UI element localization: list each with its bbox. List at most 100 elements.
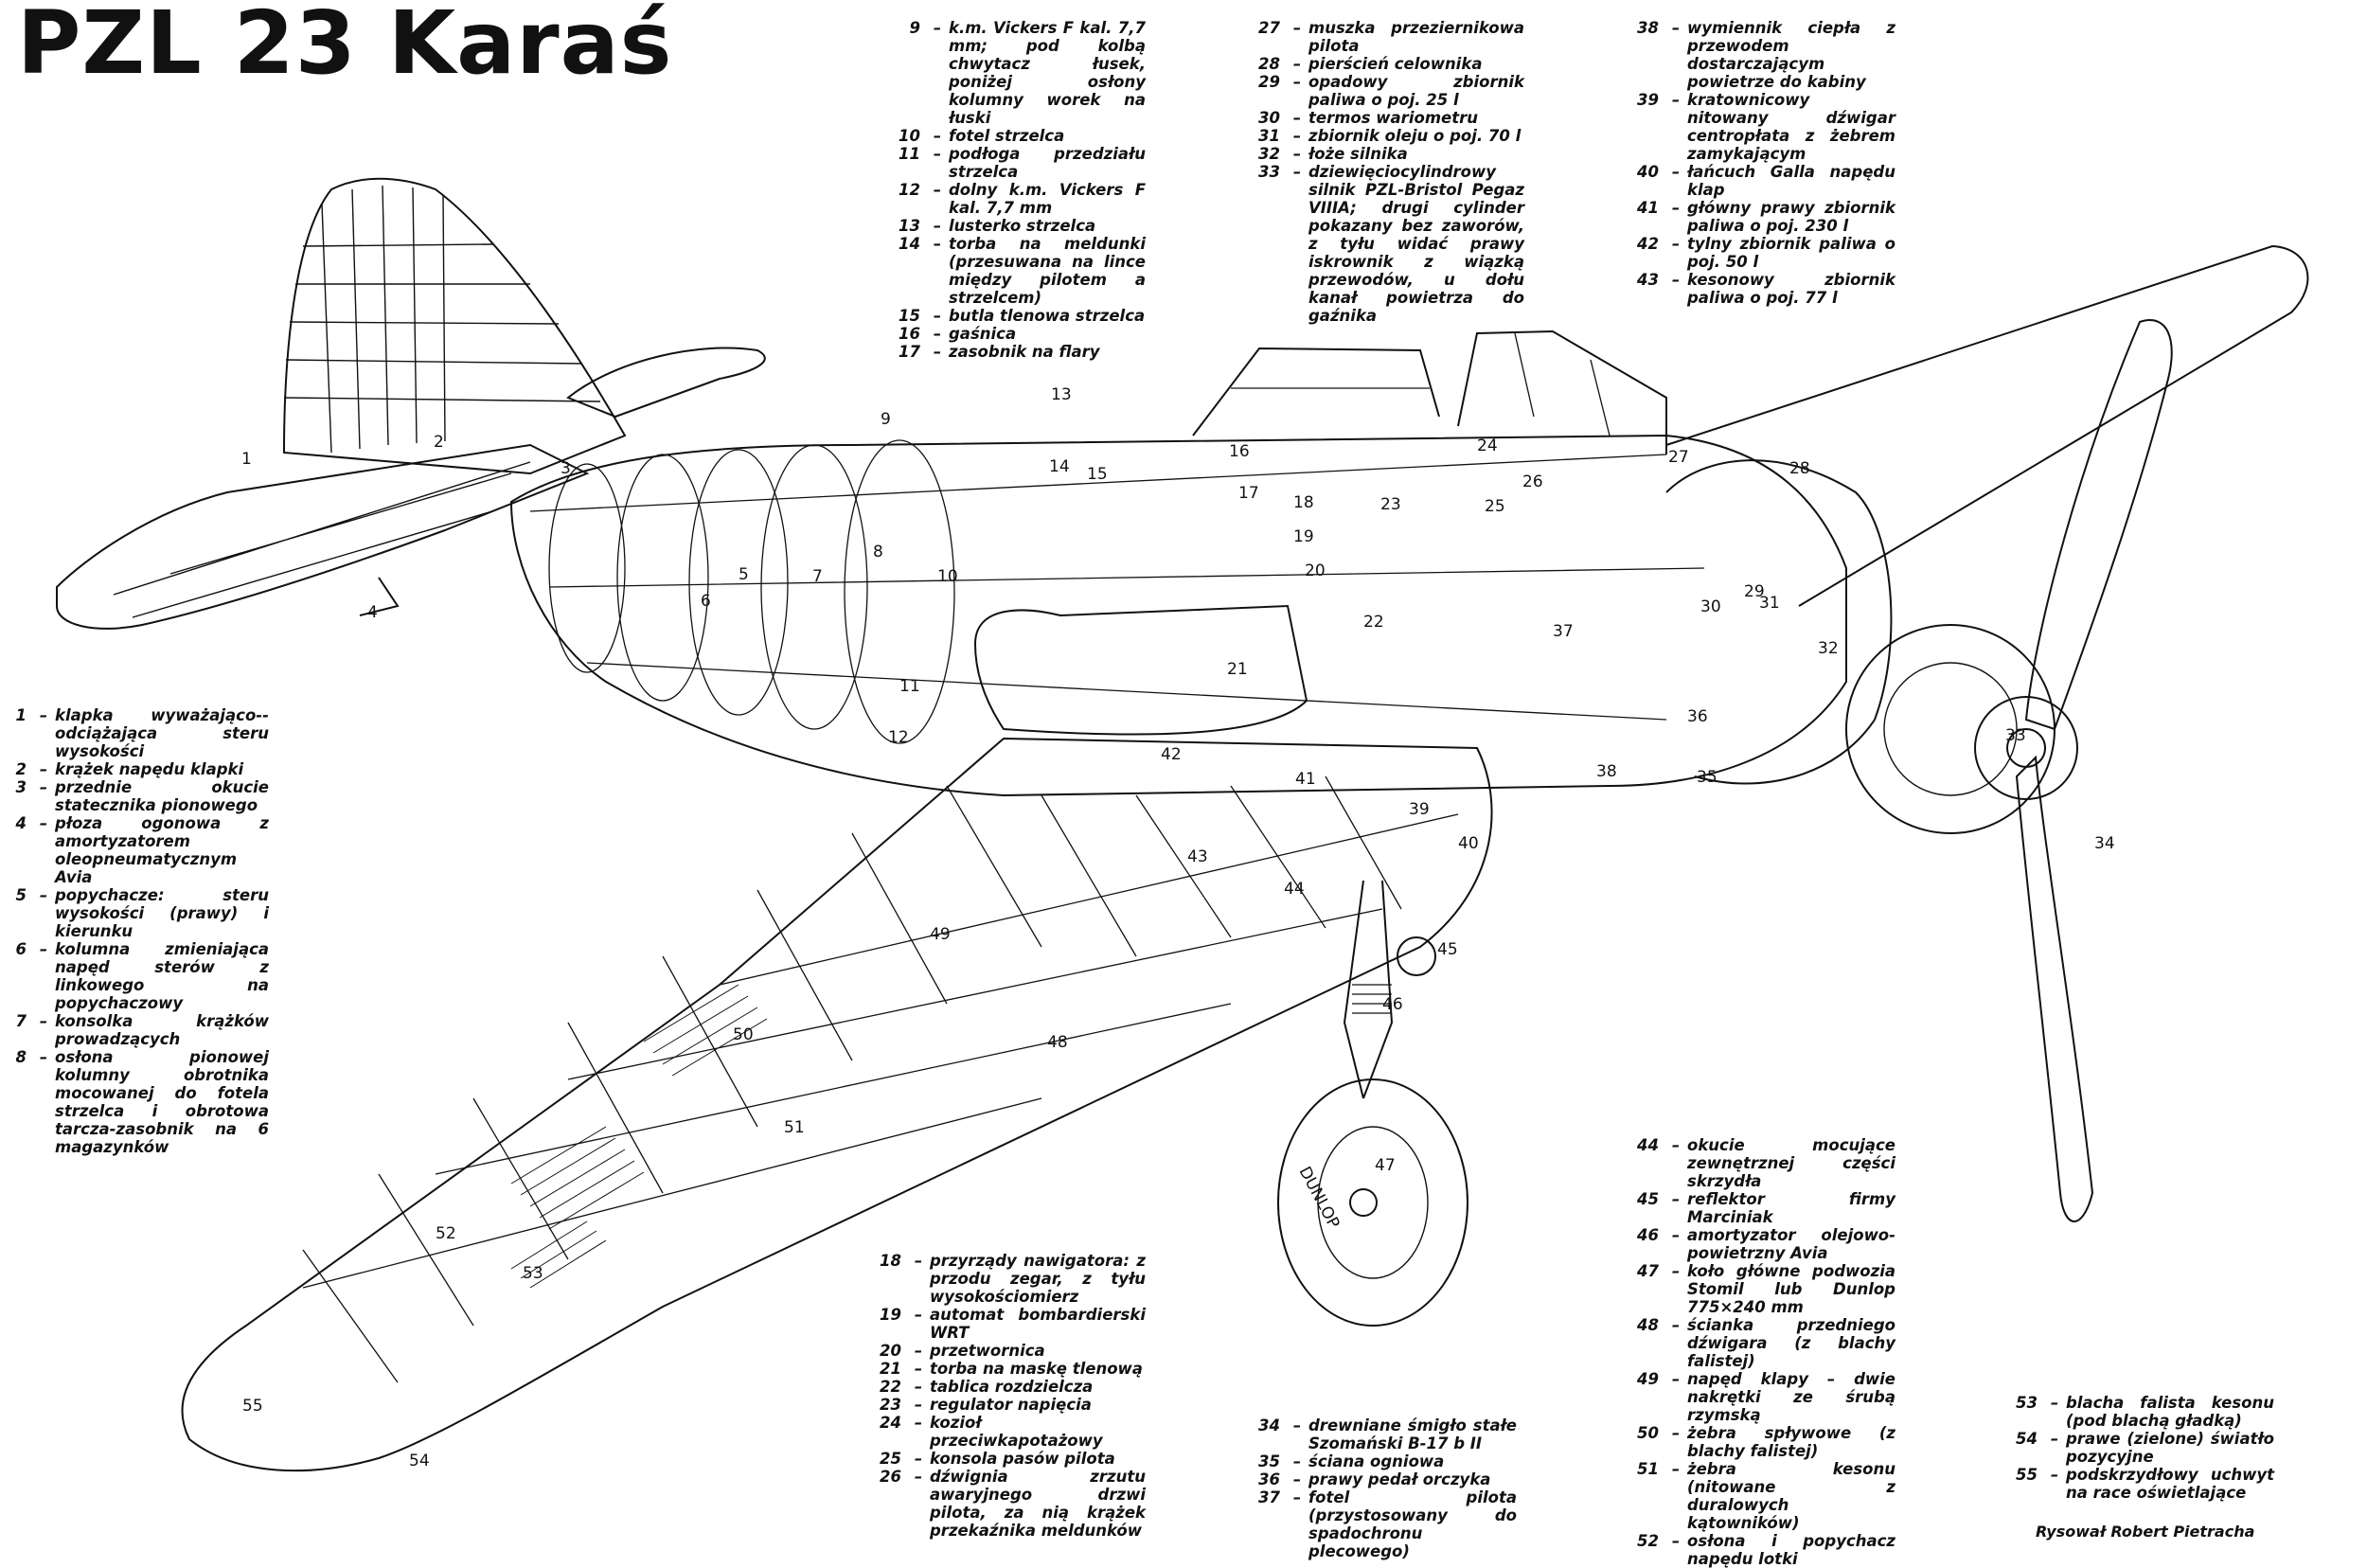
legend-dash: –: [914, 1450, 923, 1468]
legend-dash: –: [1671, 1136, 1681, 1154]
callout-18: 18: [1293, 493, 1314, 512]
callout-6: 6: [701, 592, 711, 611]
legend-number: 1: [15, 706, 27, 724]
legend-dash: –: [933, 343, 942, 361]
legend-dash: –: [1292, 127, 1302, 145]
legend-dash: –: [1292, 19, 1302, 37]
callout-49: 49: [930, 925, 951, 944]
wing-ribs: [302, 775, 1459, 1383]
callout-26: 26: [1522, 472, 1543, 491]
legend-text: k.m. Vickers F kal. 7,7 mm; pod kolbą ch…: [949, 19, 1146, 127]
callout-14: 14: [1049, 457, 1070, 476]
legend-item-17: 17–zasobnik na flary: [890, 343, 1146, 361]
legend-dash: –: [2050, 1394, 2059, 1412]
legend-dash: –: [39, 1012, 48, 1030]
legend-number: 38: [1637, 19, 1659, 37]
legend-number: 22: [880, 1378, 901, 1396]
legend-text: tylny zbiornik paliwa o poj. 50 l: [1687, 235, 1895, 271]
legend-text: prawy pedał orczyka: [1308, 1470, 1491, 1488]
legend-text: opadowy zbiornik paliwa o poj. 25 l: [1308, 73, 1524, 109]
legend-dash: –: [39, 778, 48, 796]
legend-dash: –: [2050, 1466, 2059, 1484]
legend-item-54: 54–prawe (zielone) światło pozycyjne: [2007, 1430, 2274, 1466]
callout-13: 13: [1051, 385, 1072, 404]
legend-text: regulator napięcia: [930, 1396, 1092, 1414]
legend-number: 48: [1637, 1316, 1659, 1334]
legend-dash: –: [1292, 1488, 1302, 1506]
legend-text: podłoga przedziału strzelca: [949, 145, 1146, 181]
callout-15: 15: [1087, 465, 1108, 484]
legend-text: dźwignia zrzutu awaryjnego drzwi pilota,…: [930, 1468, 1146, 1540]
legend-text: dziewięciocylindrowy silnik PZL-Bristol …: [1308, 163, 1524, 325]
legend-text: muszka przeziernikowa pilota: [1308, 19, 1524, 55]
legend-text: dolny k.m. Vickers F kal. 7,7 mm: [949, 181, 1146, 217]
legend-dash: –: [39, 706, 48, 724]
legend-text: główny prawy zbiornik paliwa o poj. 230 …: [1687, 199, 1895, 235]
callout-8: 8: [873, 543, 883, 561]
legend-text: drewniane śmigło stałe Szomański B-17 b …: [1308, 1417, 1517, 1452]
legend-text: klapka wyważająco--odciążająca steru wys…: [55, 706, 269, 760]
legend-item-18: 18–przyrządy nawigatora: z przodu zegar,…: [871, 1252, 1146, 1306]
legend-text: przednie okucie statecznika pionowego: [55, 778, 269, 814]
legend-text: napęd klapy – dwie nakrętki ze śrubą rzy…: [1687, 1370, 1895, 1424]
legend-dash: –: [933, 325, 942, 343]
legend-item-5: 5–popychacze: steru wysokości (prawy) i …: [13, 886, 269, 940]
legend-text: kesonowy zbiornik paliwa o poj. 77 l: [1687, 271, 1895, 307]
callout-24: 24: [1477, 437, 1498, 455]
legend-bottom-a: 18–przyrządy nawigatora: z przodu zegar,…: [871, 1252, 1146, 1540]
callout-20: 20: [1305, 561, 1326, 580]
legend-text: pierścień celownika: [1308, 55, 1483, 73]
legend-number: 35: [1258, 1452, 1280, 1470]
legend-dash: –: [1671, 1532, 1681, 1550]
page-title: PZL 23 Karaś: [17, 0, 673, 94]
legend-text: termos wariometru: [1308, 109, 1478, 127]
legend-number: 2: [15, 760, 27, 778]
legend-dash: –: [1671, 235, 1681, 253]
callout-25: 25: [1485, 497, 1505, 516]
legend-text: konsolka krążków prowadzących: [55, 1012, 269, 1048]
callout-12: 12: [888, 728, 909, 747]
spinner: [1974, 696, 2078, 800]
legend-dash: –: [1671, 91, 1681, 109]
legend-text: torba na maskę tlenową: [930, 1360, 1143, 1378]
legend-number: 13: [899, 217, 920, 235]
legend-number: 18: [880, 1252, 901, 1270]
legend-item-51: 51–żebra kesonu (nitowane z duralowych k…: [1628, 1460, 1895, 1532]
legend-item-10: 10–fotel strzelca: [890, 127, 1146, 145]
legend-number: 15: [899, 307, 920, 325]
legend-item-19: 19–automat bombardierski WRT: [871, 1306, 1146, 1342]
legend-item-53: 53–blacha falista kesonu (pod blachą gła…: [2007, 1394, 2274, 1430]
landing-gear-strut: [1343, 880, 1394, 1099]
legend-text: ścianka przedniego dźwigara (z blachy fa…: [1687, 1316, 1895, 1370]
legend-number: 27: [1258, 19, 1280, 37]
legend-text: gaśnica: [949, 325, 1017, 343]
legend-item-30: 30–termos wariometru: [1250, 109, 1524, 127]
legend-item-21: 21–torba na maskę tlenową: [871, 1360, 1146, 1378]
legend-dash: –: [1671, 1262, 1681, 1280]
legend-item-28: 28–pierścień celownika: [1250, 55, 1524, 73]
legend-text: amortyzator olejowo-powietrzny Avia: [1687, 1226, 1895, 1262]
illustrator-credit: Rysował Robert Pietracha: [2036, 1523, 2255, 1541]
legend-text: płoza ogonowa z amortyzatorem oleopneuma…: [55, 814, 269, 886]
legend-dash: –: [914, 1414, 923, 1432]
legend-dash: –: [1671, 1316, 1681, 1334]
legend-bottom-c: 44–okucie mocujące zewnętrznej części sk…: [1628, 1136, 1895, 1568]
legend-number: 9: [909, 19, 920, 37]
callout-19: 19: [1293, 527, 1314, 546]
callout-32: 32: [1818, 639, 1839, 658]
legend-dash: –: [39, 760, 48, 778]
port-tailplane: [566, 347, 766, 419]
callout-44: 44: [1284, 880, 1305, 899]
legend-dash: –: [1292, 1417, 1302, 1434]
legend-top-c: 38–wymiennik ciepła z przewodem dostarcz…: [1628, 19, 1895, 307]
callout-30: 30: [1700, 597, 1721, 616]
callout-11: 11: [899, 677, 920, 696]
callout-42: 42: [1161, 745, 1182, 764]
legend-dash: –: [1292, 109, 1302, 127]
legend-number: 28: [1258, 55, 1280, 73]
legend-dash: –: [39, 814, 48, 832]
legend-item-2: 2–krążek napędu klapki: [13, 760, 269, 778]
fuselage-frames: [548, 439, 955, 744]
